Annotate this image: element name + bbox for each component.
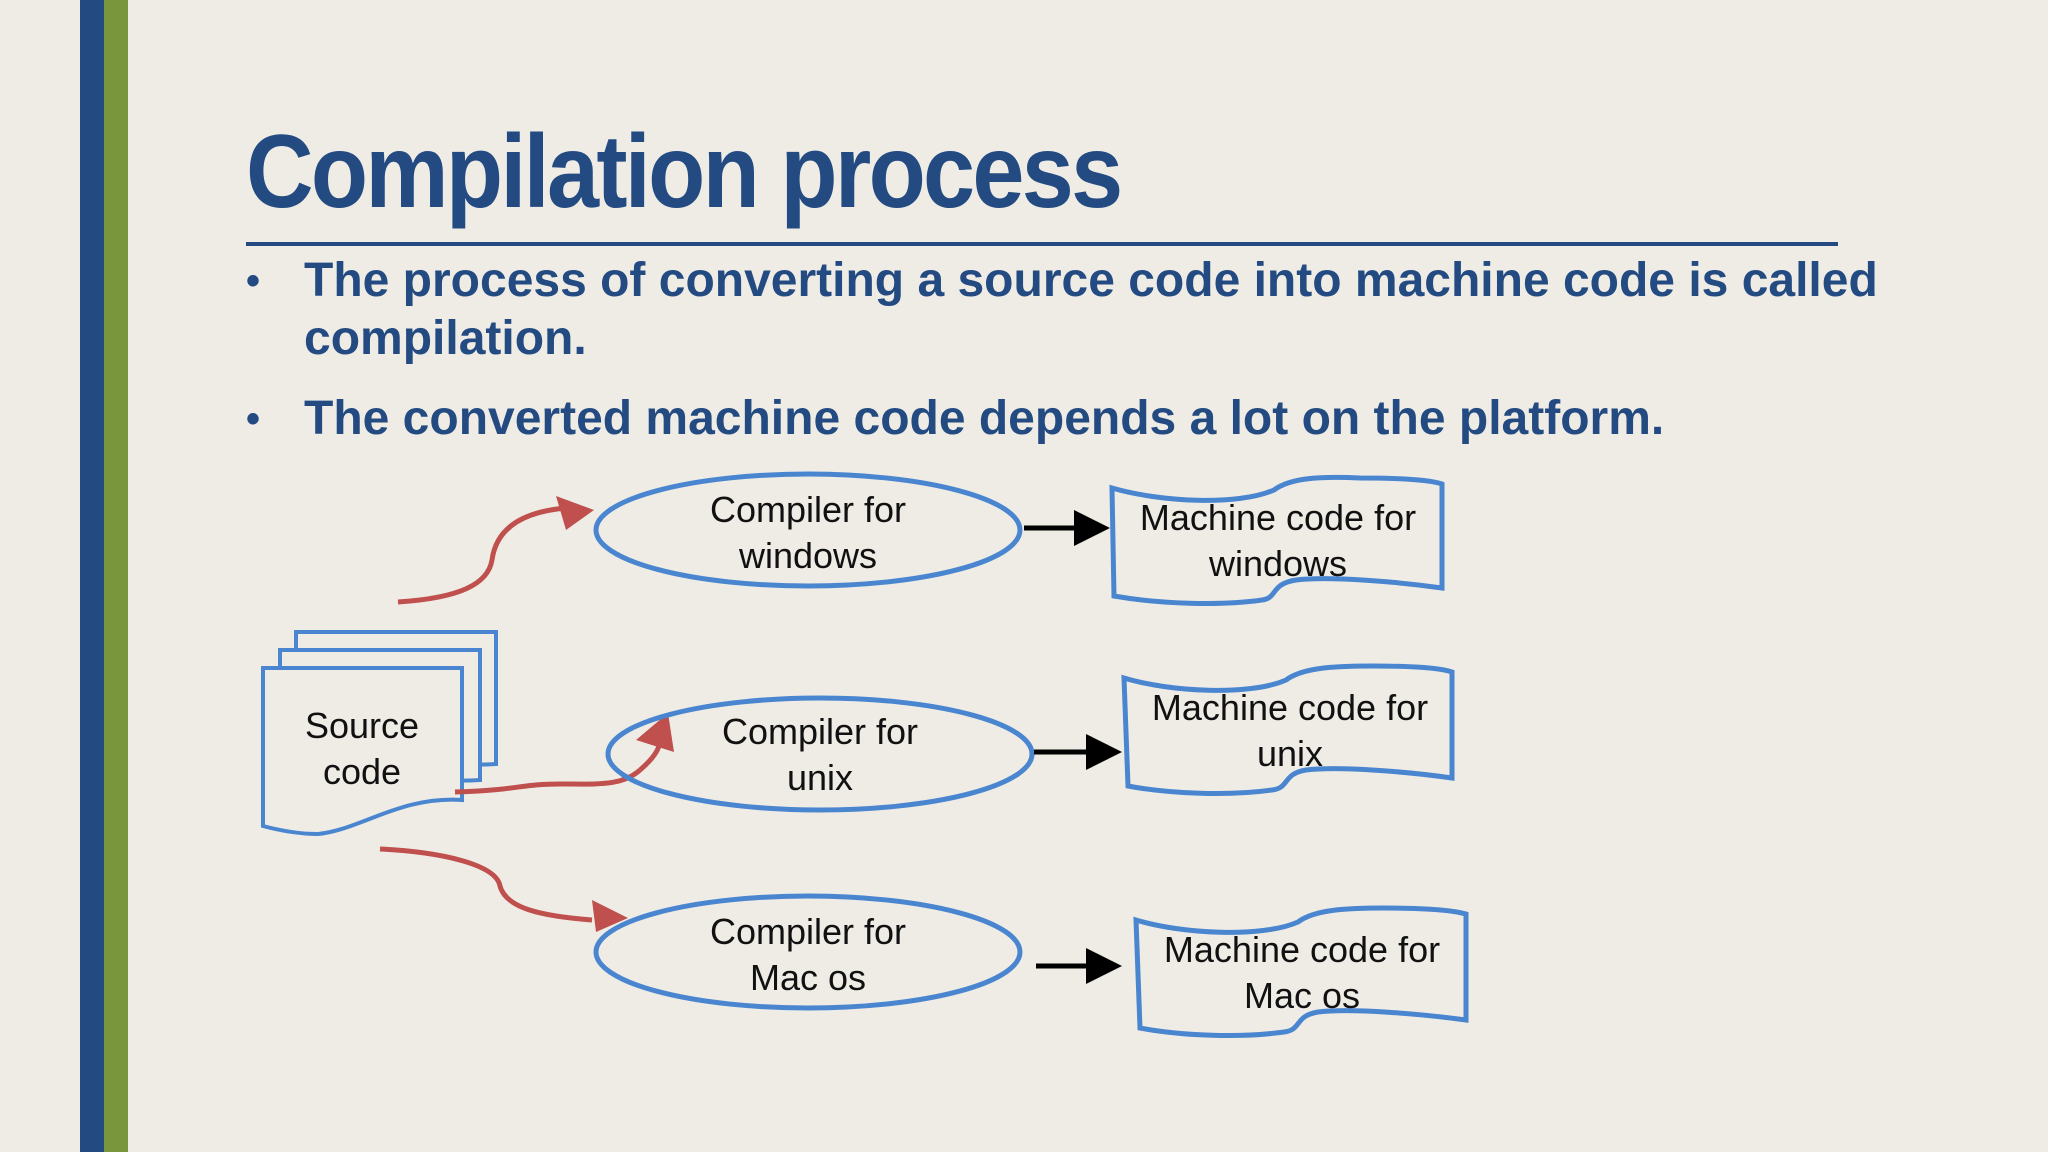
compiler-windows-line2: windows: [738, 535, 877, 576]
compiler-unix: Compiler for unix: [605, 695, 1035, 813]
arrow-windows-to-output: [1024, 510, 1110, 546]
machine-code-macos: Machine code for Mac os: [1133, 905, 1469, 1038]
compiler-unix-line2: unix: [787, 757, 853, 798]
machine-code-unix: Machine code for unix: [1121, 663, 1455, 796]
arrow-macos-to-output: [1036, 948, 1122, 984]
machine-code-macos-line2: Mac os: [1244, 975, 1360, 1016]
slide-title: Compilation process: [246, 114, 1123, 230]
bullet-list: • The process of converting a source cod…: [246, 252, 1886, 470]
accent-stripe-blue: [80, 0, 104, 1152]
arrowhead-macos: [592, 900, 628, 932]
arrow-source-to-unix: [454, 768, 642, 795]
arrowhead-unix: [636, 713, 674, 752]
compiler-unix-line1: Compiler for: [722, 711, 918, 752]
bullet-dot-icon: •: [246, 259, 261, 303]
arrow-unix-to-output: [1034, 734, 1122, 770]
source-code-document: Source code: [261, 630, 498, 837]
machine-code-windows-line1: Machine code for: [1140, 497, 1416, 538]
arrow-source-to-windows: [397, 505, 567, 605]
compiler-macos-line1: Compiler for: [710, 911, 906, 952]
arrow-source-to-macos: [379, 846, 593, 923]
bullet-dot-icon: •: [246, 397, 261, 441]
machine-code-windows-line2: windows: [1208, 543, 1347, 584]
bullet-text: The process of converting a source code …: [304, 254, 1878, 365]
compiler-macos: Compiler for Mac os: [593, 893, 1023, 1011]
compiler-windows: Compiler for windows: [593, 471, 1023, 589]
machine-code-unix-line1: Machine code for: [1152, 687, 1428, 728]
compiler-windows-line1: Compiler for: [710, 489, 906, 530]
bullet-item: • The converted machine code depends a l…: [246, 390, 1886, 448]
machine-code-macos-line1: Machine code for: [1164, 929, 1440, 970]
machine-code-unix-line2: unix: [1257, 733, 1323, 774]
source-code-label-line2: code: [323, 751, 401, 792]
arrowhead-windows: [556, 496, 594, 530]
accent-stripe-green: [104, 0, 128, 1152]
bullet-text: The converted machine code depends a lot…: [304, 392, 1665, 445]
title-underline: [246, 242, 1838, 246]
source-code-label-line1: Source: [305, 705, 419, 746]
bullet-item: • The process of converting a source cod…: [246, 252, 1886, 368]
machine-code-windows: Machine code for windows: [1109, 474, 1445, 606]
compiler-macos-line2: Mac os: [750, 957, 866, 998]
